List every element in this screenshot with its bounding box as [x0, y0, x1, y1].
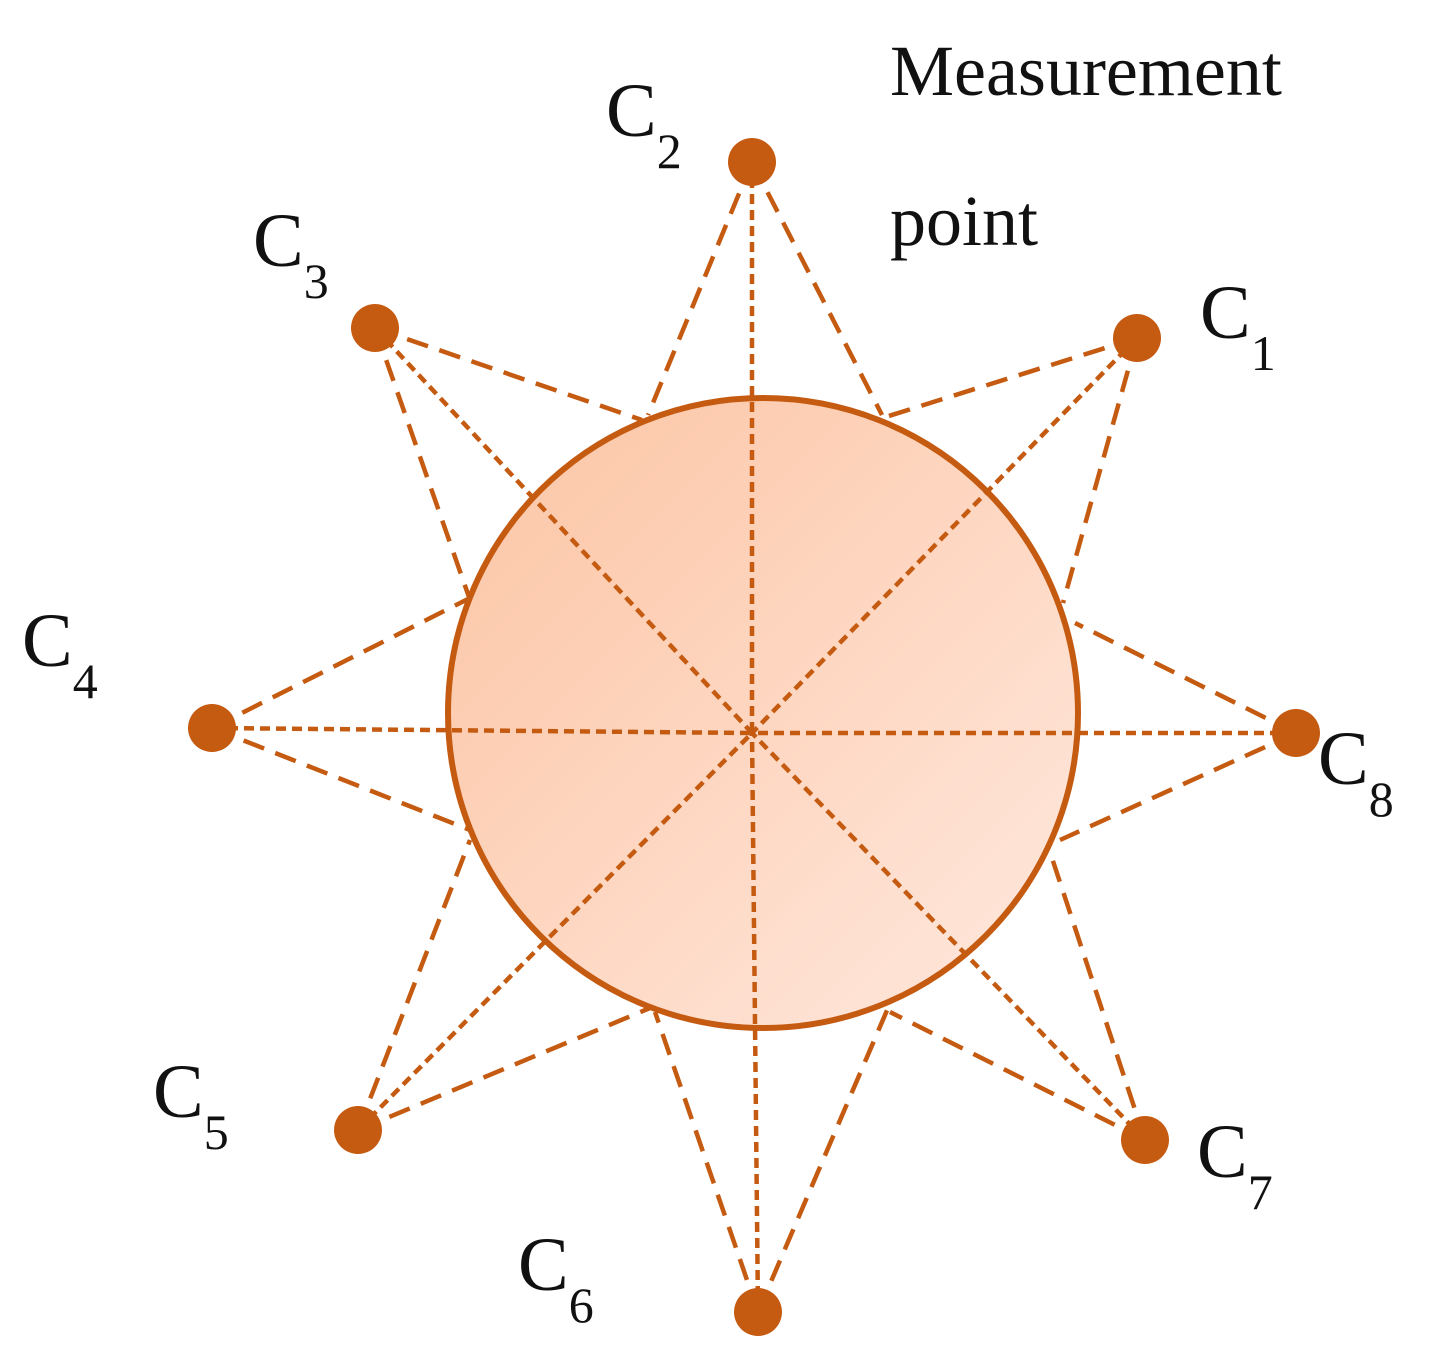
fan-path-c1-2: [1060, 337, 1140, 604]
fan-path-c2-1: [645, 161, 755, 416]
center-path-c7: [750, 731, 1147, 1142]
sensor-label-c3: C3: [253, 199, 329, 309]
fan-path-c2-2: [749, 160, 885, 417]
fan-path-c7-2: [1047, 851, 1148, 1141]
center-path-c1: [750, 336, 1139, 735]
fan-path-c6-1: [652, 1011, 761, 1313]
center-path-c3: [373, 326, 754, 735]
sensor-label-c4: C4: [22, 599, 98, 709]
sensor-labels: C1 C2 C3 C4 C5 C6 C7 C8: [22, 69, 1394, 1333]
fan-path-c3-1: [374, 325, 643, 423]
sensor-dot-c6: [734, 1288, 782, 1336]
fan-path-c8-1: [1073, 620, 1298, 736]
fan-path-c5-1: [355, 839, 473, 1131]
sensor-dot-c7: [1121, 1116, 1169, 1164]
cross-section-outline: [445, 395, 1081, 1031]
fan-path-c8-2: [1059, 730, 1297, 843]
fan-path-c5-2: [357, 1005, 651, 1133]
sensor-dot-c5: [334, 1106, 382, 1154]
fan-path-c7-1: [888, 1009, 1147, 1143]
fan-path-c4-2: [211, 725, 471, 833]
measurement-paths: [210, 160, 1298, 1313]
sensor-dot-c2: [728, 138, 776, 186]
sensor-label-c8: C8: [1318, 717, 1394, 827]
fan-path-c6-2: [755, 1007, 891, 1313]
sensor-dot-c4: [188, 704, 236, 752]
caption-line-1: Measurement: [890, 31, 1282, 111]
caption-line-2: point: [890, 181, 1038, 261]
sensor-dot-c8: [1272, 709, 1320, 757]
center-path-c4: [211, 725, 753, 736]
fan-path-c3-2: [372, 327, 473, 601]
center-path-c5: [356, 731, 754, 1132]
sensor-label-c7: C7: [1197, 1110, 1273, 1220]
sensor-label-c1: C1: [1200, 271, 1276, 381]
sensor-label-c6: C6: [518, 1223, 594, 1333]
sensor-label-c5: C5: [153, 1050, 229, 1160]
sensor-label-c2: C2: [606, 69, 682, 179]
sensor-points: [188, 138, 1320, 1336]
fan-path-c1-1: [875, 335, 1138, 423]
measured-cross-section: [448, 398, 1078, 1028]
sensor-dot-c3: [351, 304, 399, 352]
fan-path-c4-1: [210, 595, 472, 731]
sensor-dot-c1: [1113, 314, 1161, 362]
center-path-c6: [749, 732, 761, 1313]
